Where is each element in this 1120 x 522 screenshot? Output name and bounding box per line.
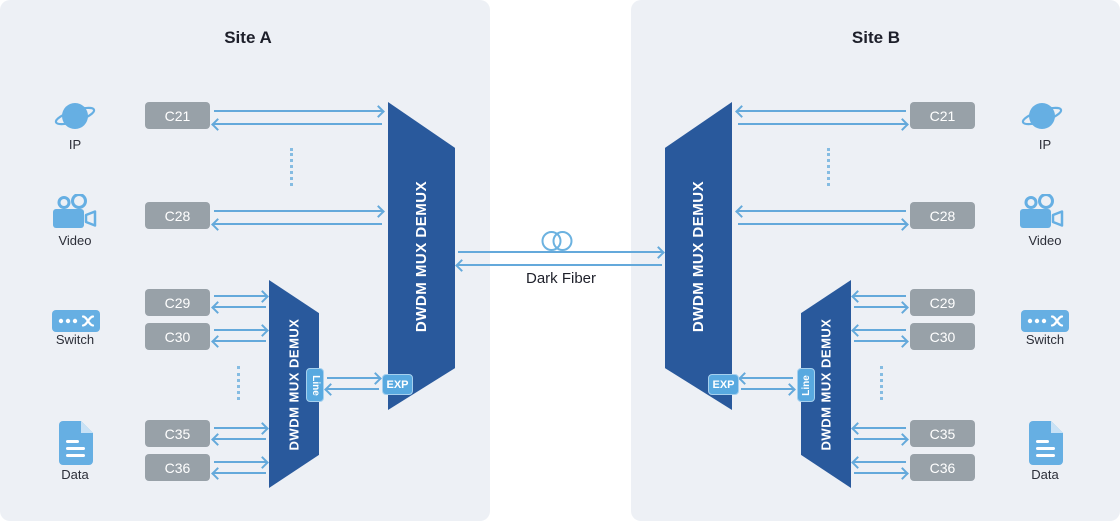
channel-box: C28 bbox=[910, 202, 975, 229]
arrow-left bbox=[738, 210, 906, 212]
channel-box: C36 bbox=[145, 454, 210, 481]
line-port-label: Line bbox=[800, 374, 812, 396]
arrow-exp-to-line bbox=[741, 388, 793, 390]
arrow-left bbox=[854, 295, 906, 297]
main-mux-site-b: DWDM MUX DEMUX bbox=[665, 102, 732, 410]
exp-port-site-a: EXP bbox=[382, 374, 413, 395]
arrow-exp-to-line bbox=[327, 388, 379, 390]
fiber-coil-icon bbox=[541, 229, 573, 258]
channel-box: C21 bbox=[910, 102, 975, 129]
channel-box: C30 bbox=[910, 323, 975, 350]
ellipsis-dots bbox=[880, 366, 883, 400]
arrow-right bbox=[214, 461, 266, 463]
video-camera-icon bbox=[52, 193, 98, 239]
arrow-left bbox=[214, 438, 266, 440]
arrow-left bbox=[214, 123, 382, 125]
arrow-left bbox=[854, 329, 906, 331]
ellipsis-dots bbox=[237, 366, 240, 400]
site-a-title: Site A bbox=[224, 28, 272, 47]
client-label-switch: Switch bbox=[1025, 332, 1065, 347]
arrow-right bbox=[214, 210, 382, 212]
client-label-video: Video bbox=[58, 233, 92, 248]
dark-fiber-label: Dark Fiber bbox=[525, 270, 596, 287]
client-label-data: Data bbox=[1031, 467, 1059, 482]
exp-port-label: EXP bbox=[386, 378, 409, 391]
arrow-right bbox=[214, 427, 266, 429]
planet-icon bbox=[53, 96, 97, 141]
line-port-label: Line bbox=[309, 374, 321, 396]
arrow-line-to-exp bbox=[741, 377, 793, 379]
arrow-right bbox=[854, 306, 906, 308]
channel-box: C35 bbox=[910, 420, 975, 447]
channel-box: C35 bbox=[145, 420, 210, 447]
arrow-left bbox=[214, 223, 382, 225]
network-switch-icon bbox=[1021, 310, 1069, 337]
arrow-fiber-b-to-a bbox=[458, 264, 662, 266]
main-mux-site-a: DWDM MUX DEMUX bbox=[388, 102, 455, 410]
ellipsis-dots bbox=[290, 148, 293, 186]
arrow-left bbox=[214, 306, 266, 308]
client-label-video: Video bbox=[1028, 233, 1062, 248]
arrow-right bbox=[214, 110, 382, 112]
arrow-right bbox=[854, 340, 906, 342]
client-label-switch: Switch bbox=[55, 332, 95, 347]
arrow-left bbox=[854, 427, 906, 429]
channel-box: C21 bbox=[145, 102, 210, 129]
arrow-left bbox=[738, 110, 906, 112]
client-label-ip: IP bbox=[68, 137, 82, 152]
arrow-right bbox=[738, 223, 906, 225]
arrow-right bbox=[854, 472, 906, 474]
arrow-left bbox=[854, 461, 906, 463]
network-switch-icon bbox=[52, 310, 100, 337]
channel-box: C30 bbox=[145, 323, 210, 350]
arrow-right bbox=[738, 123, 906, 125]
channel-box: C29 bbox=[910, 289, 975, 316]
channel-box: C28 bbox=[145, 202, 210, 229]
client-label-ip: IP bbox=[1038, 137, 1052, 152]
channel-box: C36 bbox=[910, 454, 975, 481]
document-icon bbox=[1029, 421, 1063, 470]
mux-label: DWDM MUX DEMUX bbox=[413, 180, 430, 332]
arrow-left bbox=[214, 472, 266, 474]
planet-icon bbox=[1020, 96, 1064, 141]
mux-label: DWDM MUX DEMUX bbox=[818, 318, 834, 450]
exp-port-site-b: EXP bbox=[708, 374, 739, 395]
site-b-title: Site B bbox=[851, 28, 901, 47]
video-camera-icon bbox=[1019, 193, 1065, 239]
document-icon bbox=[59, 421, 93, 470]
mux-label: DWDM MUX DEMUX bbox=[286, 318, 302, 450]
arrow-left bbox=[214, 340, 266, 342]
arrow-right bbox=[214, 329, 266, 331]
line-port-site-b: Line bbox=[797, 368, 815, 402]
arrow-right bbox=[854, 438, 906, 440]
channel-box: C29 bbox=[145, 289, 210, 316]
mux-label: DWDM MUX DEMUX bbox=[690, 180, 707, 332]
client-label-data: Data bbox=[61, 467, 89, 482]
line-port-site-a: Line bbox=[306, 368, 324, 402]
exp-port-label: EXP bbox=[712, 378, 735, 391]
arrow-line-to-exp bbox=[327, 377, 379, 379]
arrow-right bbox=[214, 295, 266, 297]
ellipsis-dots bbox=[827, 148, 830, 186]
arrow-fiber-a-to-b bbox=[458, 251, 662, 253]
